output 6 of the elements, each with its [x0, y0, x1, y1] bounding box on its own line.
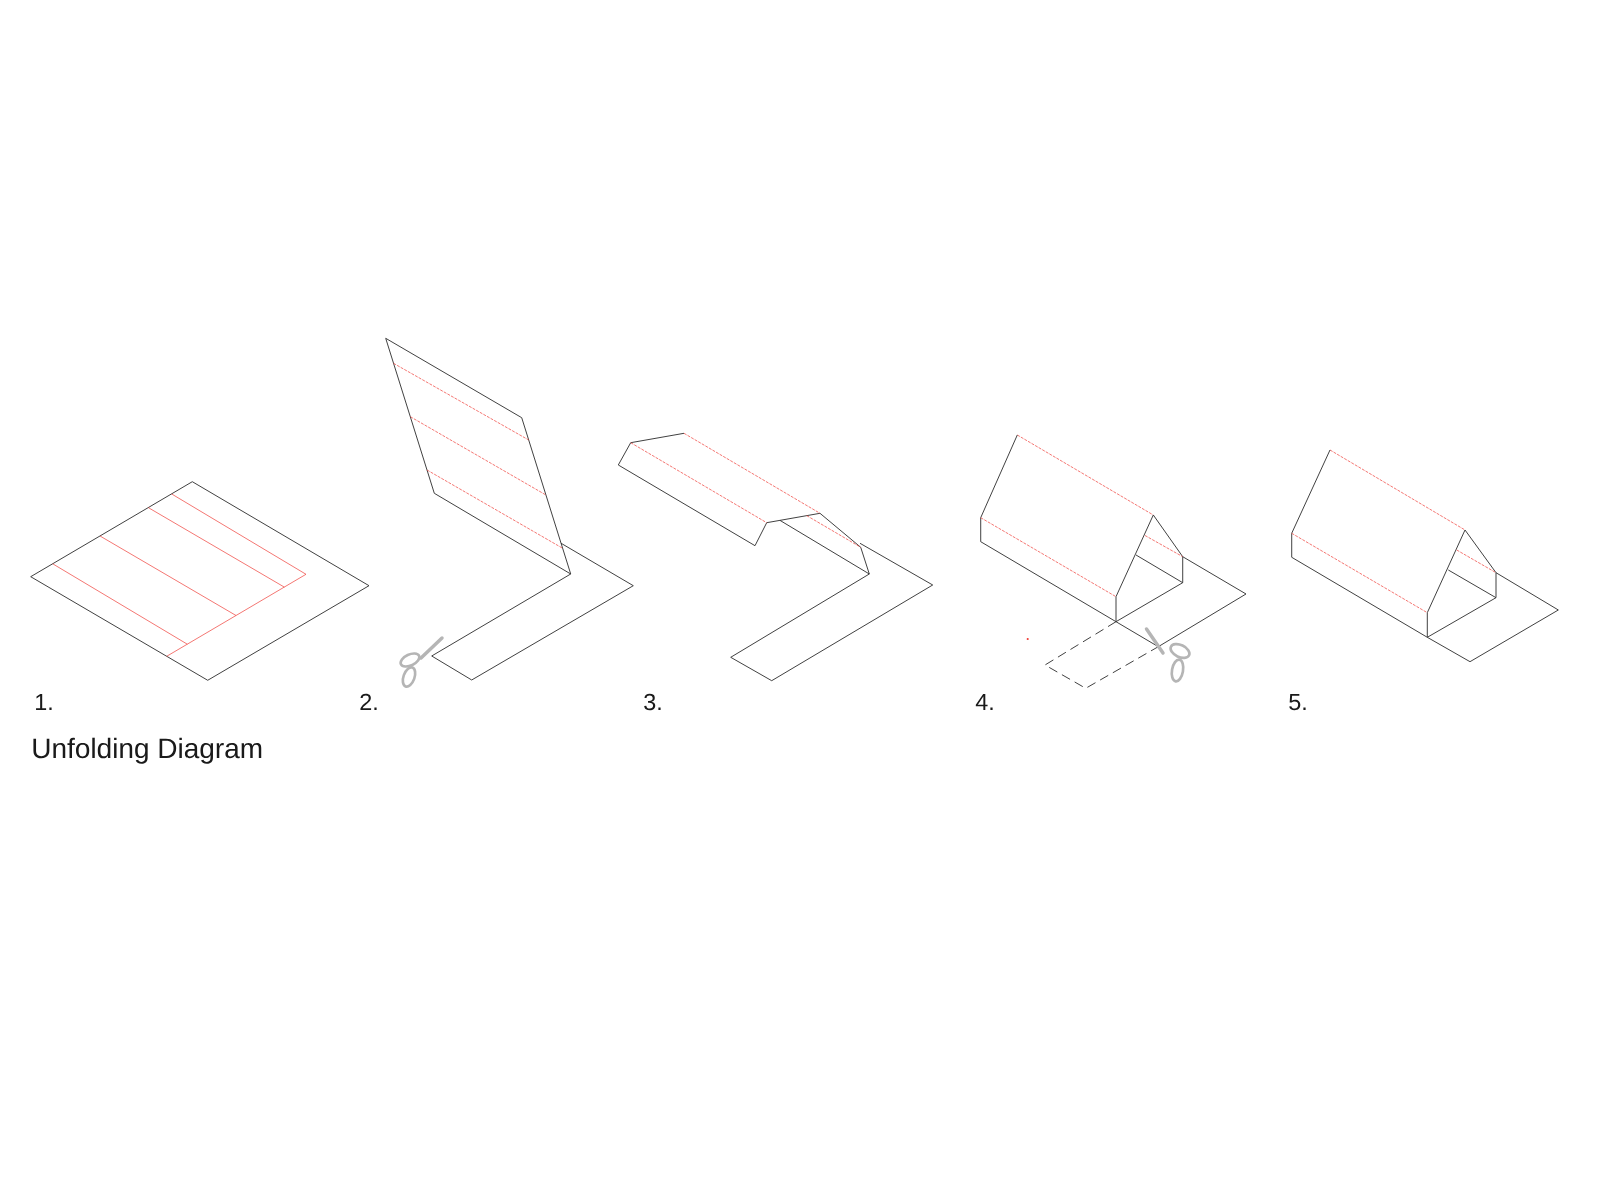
step-number: 3.: [644, 693, 661, 711]
caption: Unfolding Diagram: [33, 737, 262, 764]
step-number: 4.: [975, 693, 993, 710]
step-number: 5.: [1289, 693, 1306, 711]
step-number: 1.: [36, 693, 52, 710]
step-number: 2.: [360, 693, 377, 710]
